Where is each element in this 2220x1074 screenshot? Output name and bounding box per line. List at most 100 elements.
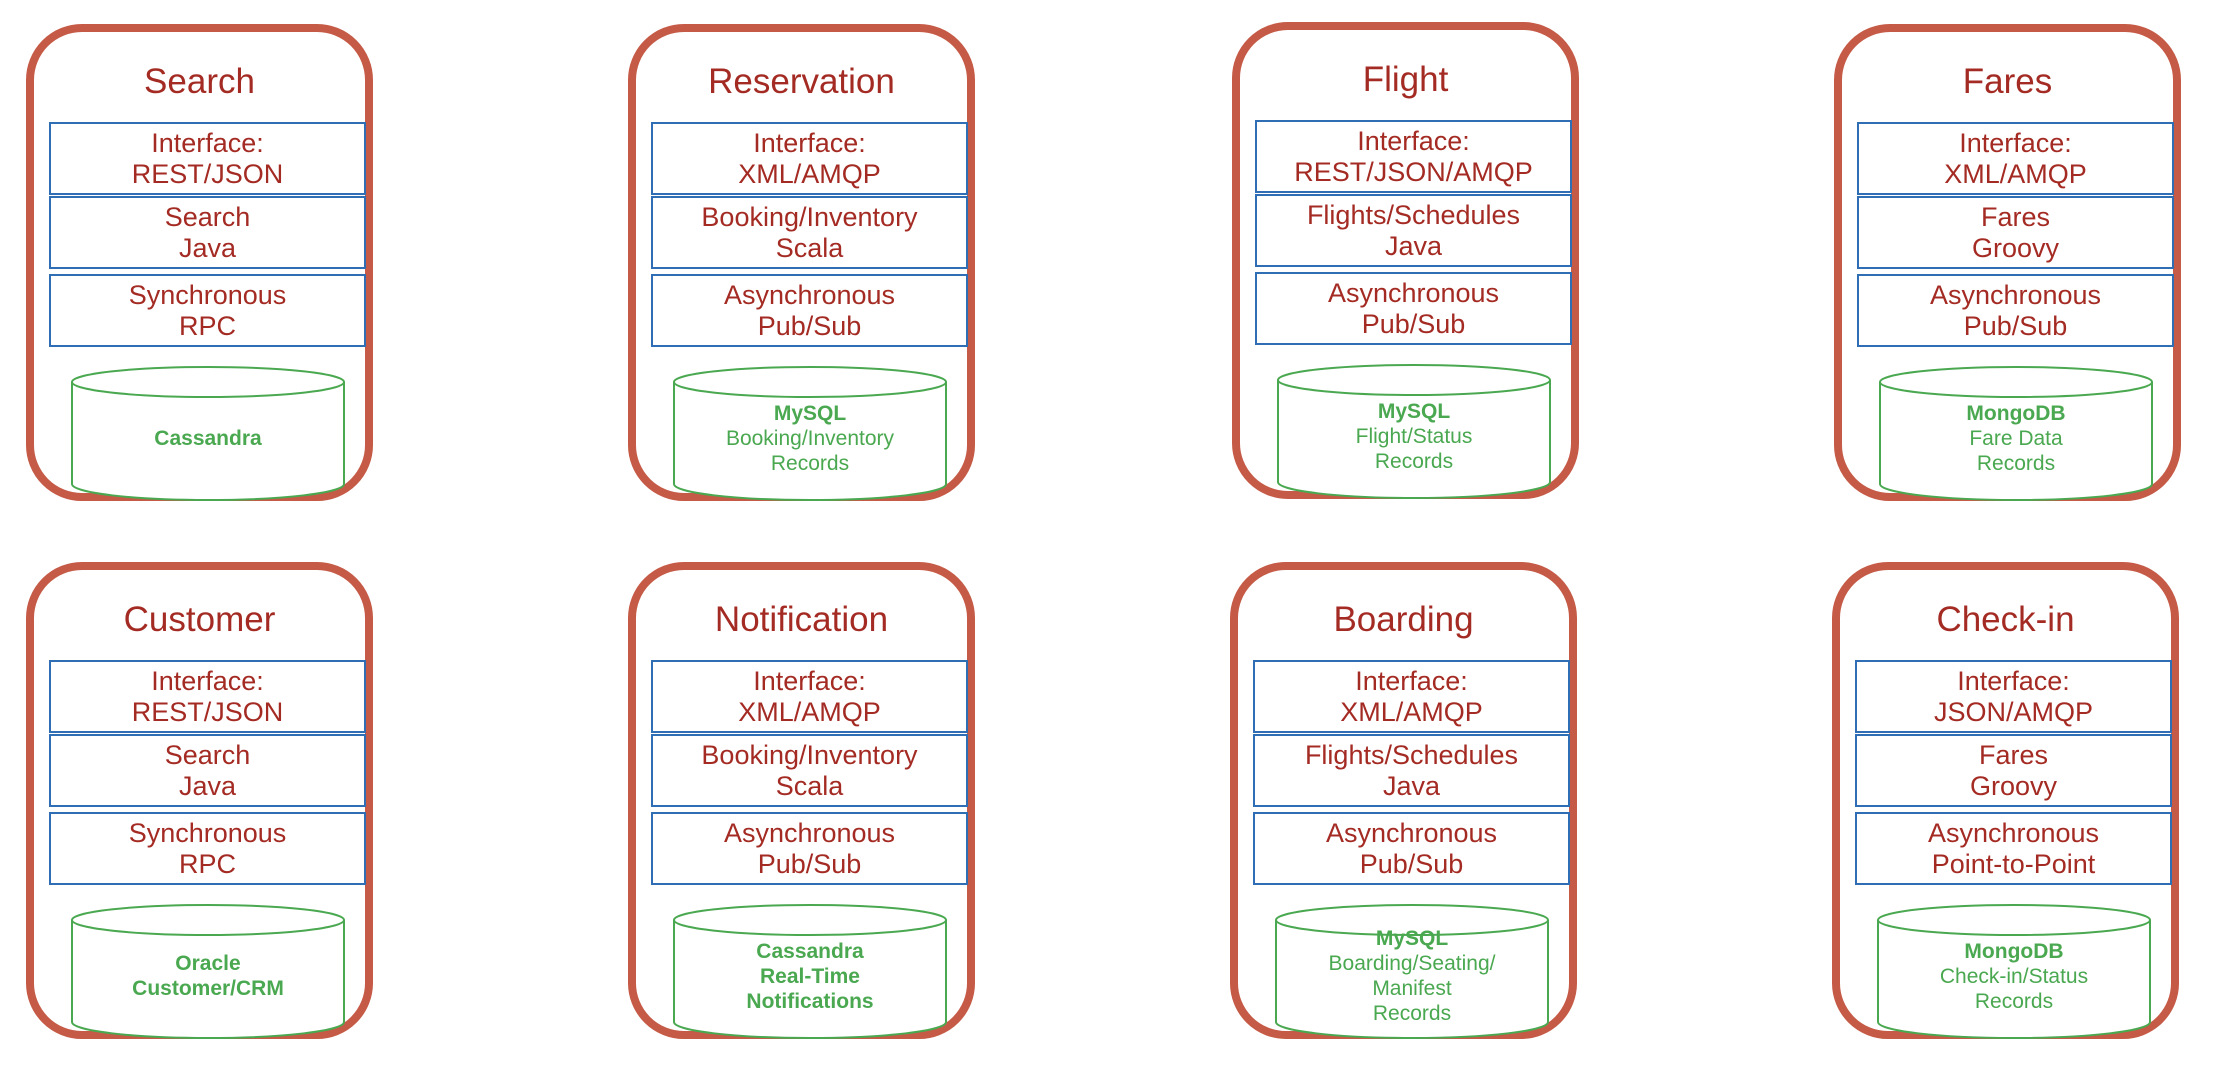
database-name: MySQL: [1377, 399, 1451, 423]
layer-text: Pub/Sub: [757, 310, 862, 341]
layer-text: Interface:: [1357, 125, 1470, 156]
database-top: [1877, 904, 2151, 936]
database-icon: [1877, 904, 2151, 1039]
database-name: Cassandra: [154, 426, 262, 450]
layer-text: Flights/Schedules: [1304, 739, 1519, 770]
database-name: MongoDB: [1964, 939, 2064, 963]
database-body: [673, 920, 947, 1039]
layer-text: RPC: [178, 848, 236, 879]
database-description: Manifest: [1372, 977, 1452, 1000]
database-icon: [673, 904, 947, 1039]
layer-text: Groovy: [1969, 770, 2058, 801]
interface-layer: Interface:REST/JSON: [49, 122, 366, 195]
layer-text: Scala: [775, 232, 844, 263]
database-top: [673, 904, 947, 936]
layer-text: Java: [1382, 770, 1441, 801]
layer-text: Fares: [1980, 201, 2051, 232]
layer-text: Interface:: [1957, 665, 2070, 696]
database-icon: [71, 904, 345, 1039]
layer-text: JSON/AMQP: [1933, 696, 2094, 727]
database-description: Records: [1974, 989, 2054, 1013]
service-title: Search: [144, 62, 255, 101]
database-name: Customer/CRM: [132, 977, 284, 1000]
layer-text: Booking/Inventory: [701, 739, 918, 770]
database-top: [1879, 366, 2153, 398]
layer-text: Pub/Sub: [1361, 308, 1466, 339]
database-name: MySQL: [1375, 927, 1449, 950]
database-description: Check-in/Status: [1939, 964, 2089, 988]
layer-text: RPC: [178, 310, 236, 341]
layer-text: Pub/Sub: [1359, 848, 1464, 879]
layer-text: Fares: [1978, 739, 2049, 770]
database-icon: [1277, 364, 1551, 499]
database-name: MySQL: [773, 401, 847, 425]
layer-text: Asynchronous: [723, 279, 896, 310]
database-description: Records: [1372, 1002, 1452, 1025]
layer-text: Search: [164, 201, 251, 232]
layer-text: REST/JSON: [131, 158, 284, 189]
database-top: [673, 366, 947, 398]
layer-text: Interface:: [151, 127, 264, 158]
layer-text: Search: [164, 739, 251, 770]
database-icon: [673, 366, 947, 501]
database-name: Cassandra: [756, 939, 864, 963]
layer-text: Booking/Inventory: [701, 201, 918, 232]
database-name: MongoDB: [1966, 401, 2066, 425]
layer-text: Synchronous: [128, 817, 287, 848]
database-body: [71, 920, 345, 1039]
interface-layer: Interface:XML/AMQP: [651, 122, 968, 195]
database-body: [71, 382, 345, 501]
layer-text: Groovy: [1971, 232, 2060, 263]
database-icon: [1879, 366, 2153, 501]
layer-text: Asynchronous: [1327, 277, 1500, 308]
layer-text: XML/AMQP: [1340, 696, 1483, 727]
service-title: Check-in: [1936, 600, 2075, 639]
service-title: Customer: [123, 600, 276, 639]
layer-text: REST/JSON: [131, 696, 284, 727]
database-description: Records: [1374, 449, 1454, 473]
layer-text: XML/AMQP: [738, 696, 881, 727]
interface-layer: Interface:REST/JSON: [49, 660, 366, 733]
layer-text: Pub/Sub: [1963, 310, 2068, 341]
layer-text: Asynchronous: [1929, 279, 2102, 310]
layer-text: Java: [178, 232, 237, 263]
database-body: [1879, 382, 2153, 501]
database-body: [673, 382, 947, 501]
interface-layer: Interface:JSON/AMQP: [1855, 660, 2172, 733]
layer-text: Interface:: [151, 665, 264, 696]
layer-text: Asynchronous: [1927, 817, 2100, 848]
database-top: [71, 904, 345, 936]
service-title: Boarding: [1333, 600, 1474, 639]
database-description: Records: [770, 451, 850, 475]
database-name: Notifications: [746, 989, 874, 1013]
layer-text: Pub/Sub: [757, 848, 862, 879]
database-description: Boarding/Seating/: [1328, 952, 1496, 975]
layer-text: Interface:: [1355, 665, 1468, 696]
layer-text: Java: [1384, 230, 1443, 261]
layer-text: REST/JSON/AMQP: [1294, 156, 1533, 187]
layer-text: Point-to-Point: [1931, 848, 2096, 879]
